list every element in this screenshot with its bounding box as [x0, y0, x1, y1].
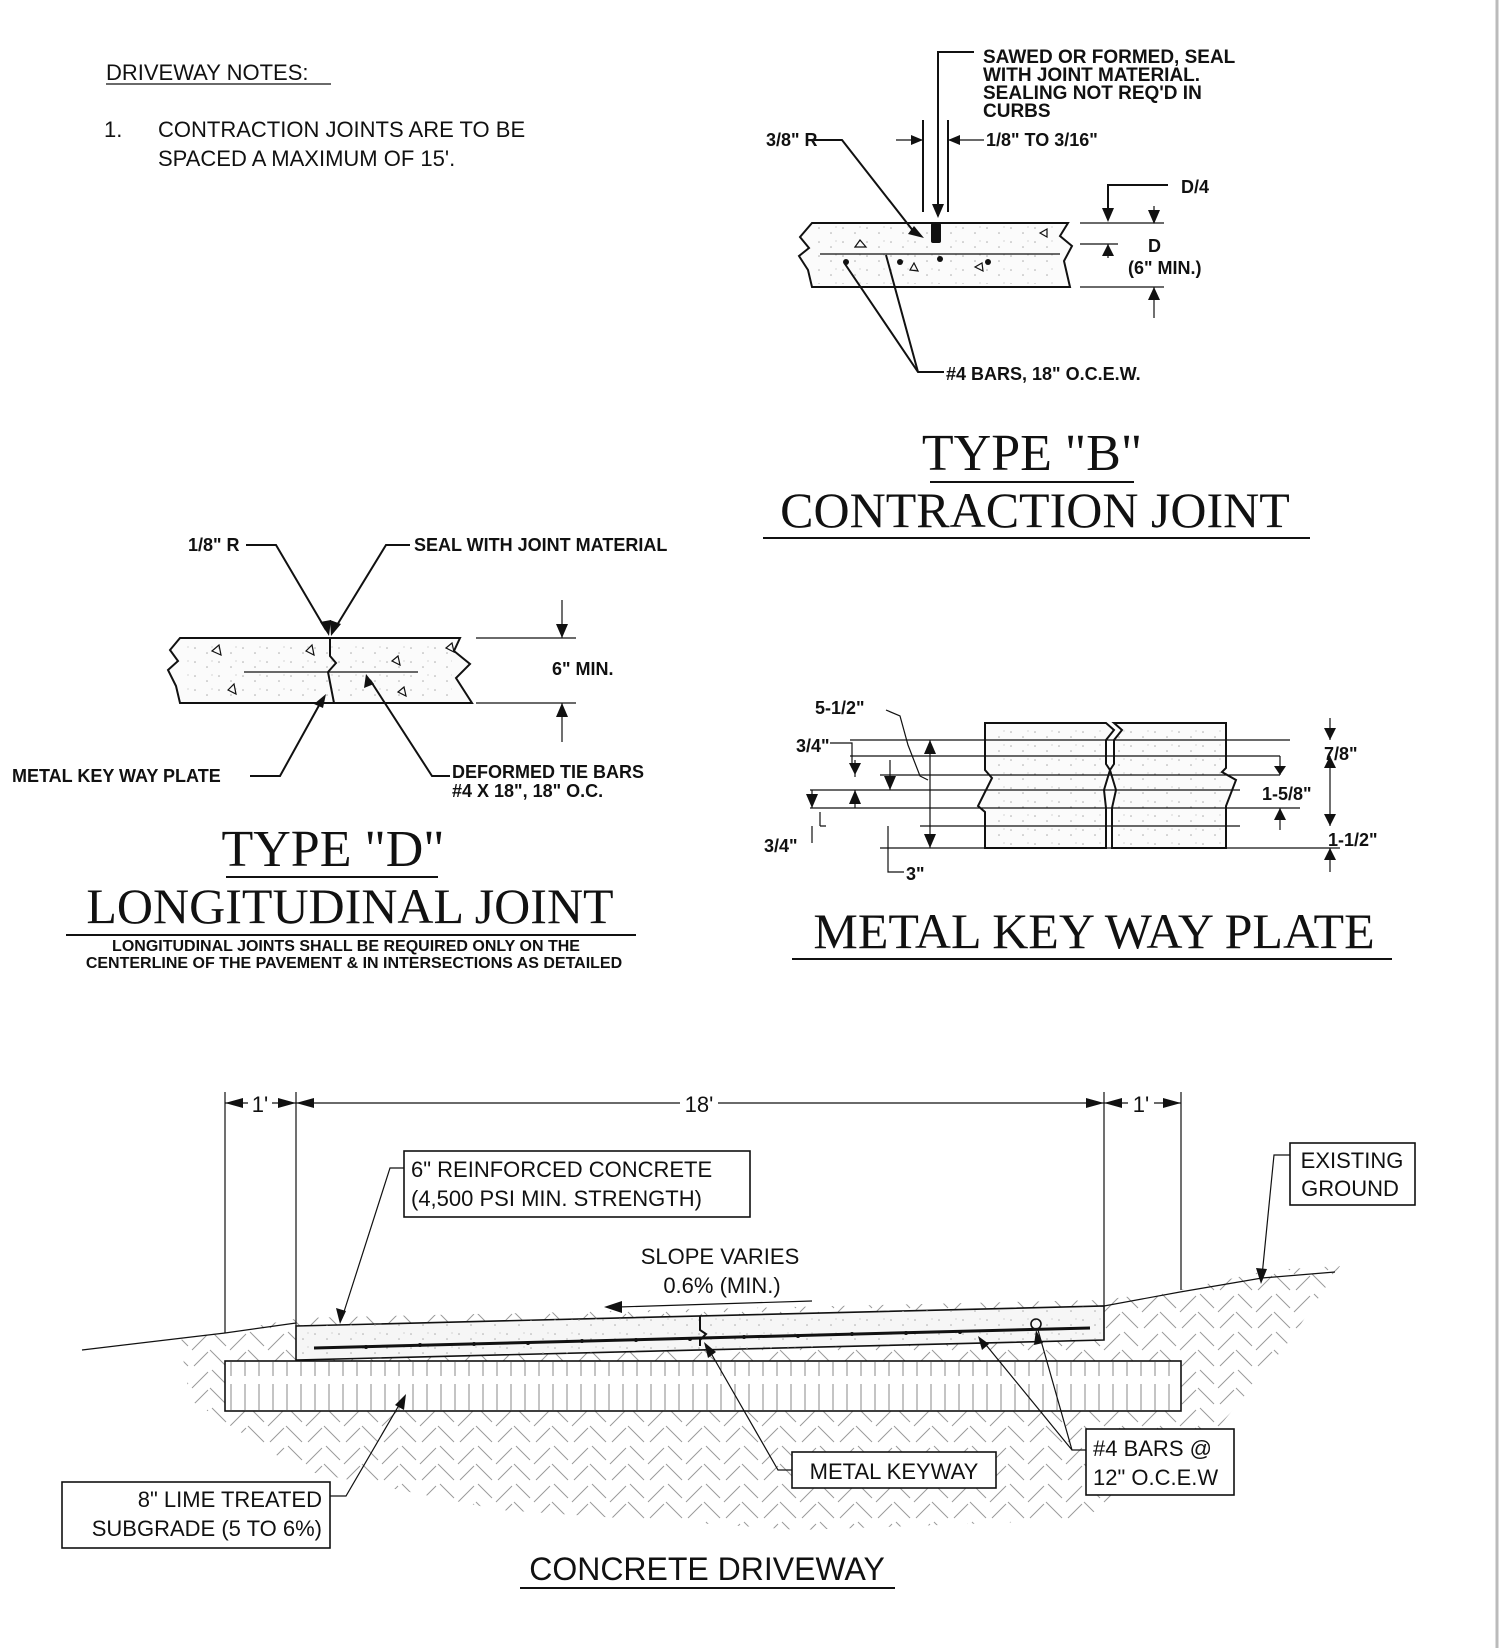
type-d-tie-bars-line2: #4 X 18", 18" O.C.: [452, 781, 603, 801]
note-number: 1.: [104, 117, 122, 142]
dim-right-offset: 1': [1133, 1092, 1149, 1117]
type-d-thickness-label: 6" MIN.: [552, 659, 614, 679]
type-d-slab-texture: [184, 641, 452, 700]
dim-left-offset: 1': [252, 1092, 268, 1117]
keyway-dim-7-8: 7/8": [1324, 744, 1358, 764]
type-b-gap-label: 1/8" TO 3/16": [986, 130, 1098, 150]
type-b-title-line2: CONTRACTION JOINT: [780, 482, 1290, 538]
type-d-note-line1: LONGITUDINAL JOINTS SHALL BE REQUIRED ON…: [112, 938, 580, 955]
bars-callout-line1: #4 BARS @: [1093, 1436, 1212, 1461]
dim-driveway-width: 18': [685, 1092, 714, 1117]
keyway-joint: [699, 1316, 708, 1346]
note-text-line1: CONTRACTION JOINTS ARE TO BE: [158, 117, 525, 142]
driveway-notes: DRIVEWAY NOTES: 1. CONTRACTION JOINTS AR…: [104, 60, 525, 171]
type-b-radius-label: 3/8" R: [766, 130, 818, 150]
type-b-depth-label: D: [1148, 236, 1161, 256]
type-b-seal-callout-2: WITH JOINT MATERIAL.: [983, 65, 1200, 86]
type-d-title-line1: TYPE "D": [221, 821, 444, 878]
concrete-callout-box: [403, 1150, 751, 1218]
keyway-dim-3-4-bottom: 3/4": [764, 836, 798, 856]
subgrade-callout-line1: 8" LIME TREATED: [138, 1487, 322, 1512]
type-b-seal-callout-3: SEALING NOT REQ'D IN: [983, 83, 1202, 104]
type-d-keyway-label: METAL KEY WAY PLATE: [12, 766, 221, 786]
type-d-radius-label: 1/8" R: [188, 535, 240, 555]
type-b-detail: SAWED OR FORMED, SEAL WITH JOINT MATERIA…: [763, 47, 1310, 539]
concrete-callout-line2: (4,500 PSI MIN. STRENGTH): [411, 1186, 702, 1211]
type-b-bars-label: #4 BARS, 18" O.C.E.W.: [946, 364, 1141, 384]
slope-label-line1: SLOPE VARIES: [641, 1244, 800, 1269]
subgrade-callout-line2: SUBGRADE (5 TO 6%): [92, 1516, 322, 1541]
concrete-callout-line1: 6" REINFORCED CONCRETE: [411, 1157, 712, 1182]
type-d-seal-label: SEAL WITH JOINT MATERIAL: [414, 535, 667, 555]
concrete-driveway-section: 1' 18' 1' SLOPE VARIES 0.6% (MIN.) 6" RE…: [61, 1092, 1416, 1589]
bars-callout-line2: 12" O.C.E.W: [1093, 1465, 1218, 1490]
keyway-dim-1-5-8: 1-5/8": [1262, 784, 1312, 804]
existing-ground-line1: EXISTING: [1301, 1148, 1404, 1173]
keyway-plate-detail: 5-1/2" 3/4" 3/4" 3" 7/8" 1-5/8" 1-1/2" M…: [764, 698, 1392, 960]
metal-keyway-box: [791, 1451, 997, 1489]
type-b-depth-quarter-label: D/4: [1181, 177, 1209, 197]
type-b-seal-callout-1: SAWED OR FORMED, SEAL: [983, 47, 1236, 68]
type-b-seal-callout-4: CURBS: [983, 101, 1051, 122]
note-text-line2: SPACED A MAXIMUM OF 15'.: [158, 146, 455, 171]
notes-heading: DRIVEWAY NOTES:: [106, 60, 309, 85]
type-b-joint-sealant: [931, 223, 941, 243]
keyway-dim-5-1-2: 5-1/2": [815, 698, 865, 718]
existing-ground-line2: GROUND: [1301, 1176, 1399, 1201]
existing-ground-box: [1289, 1142, 1416, 1206]
type-d-title-line2: LONGITUDINAL JOINT: [86, 878, 613, 934]
metal-keyway-label: METAL KEYWAY: [810, 1459, 979, 1484]
keyway-dim-3-4-top: 3/4": [796, 736, 830, 756]
type-b-depth-min-label: (6" MIN.): [1128, 258, 1202, 278]
concrete-driveway-title: CONCRETE DRIVEWAY: [529, 1551, 885, 1587]
bars-callout-box: [1085, 1428, 1235, 1496]
type-d-detail: 1/8" R SEAL WITH JOINT MATERIAL 6" MIN. …: [12, 535, 667, 972]
type-d-note-line2: CENTERLINE OF THE PAVEMENT & IN INTERSEC…: [86, 955, 622, 972]
slope-label-line2: 0.6% (MIN.): [663, 1273, 780, 1298]
keyway-dim-3: 3": [906, 864, 925, 884]
type-b-title-line1: TYPE "B": [922, 425, 1142, 482]
subgrade-callout-box: [61, 1481, 331, 1549]
keyway-title: METAL KEY WAY PLATE: [813, 903, 1374, 959]
keyway-dim-1-1-2: 1-1/2": [1328, 830, 1378, 850]
type-d-tie-bars-line1: DEFORMED TIE BARS: [452, 762, 644, 782]
